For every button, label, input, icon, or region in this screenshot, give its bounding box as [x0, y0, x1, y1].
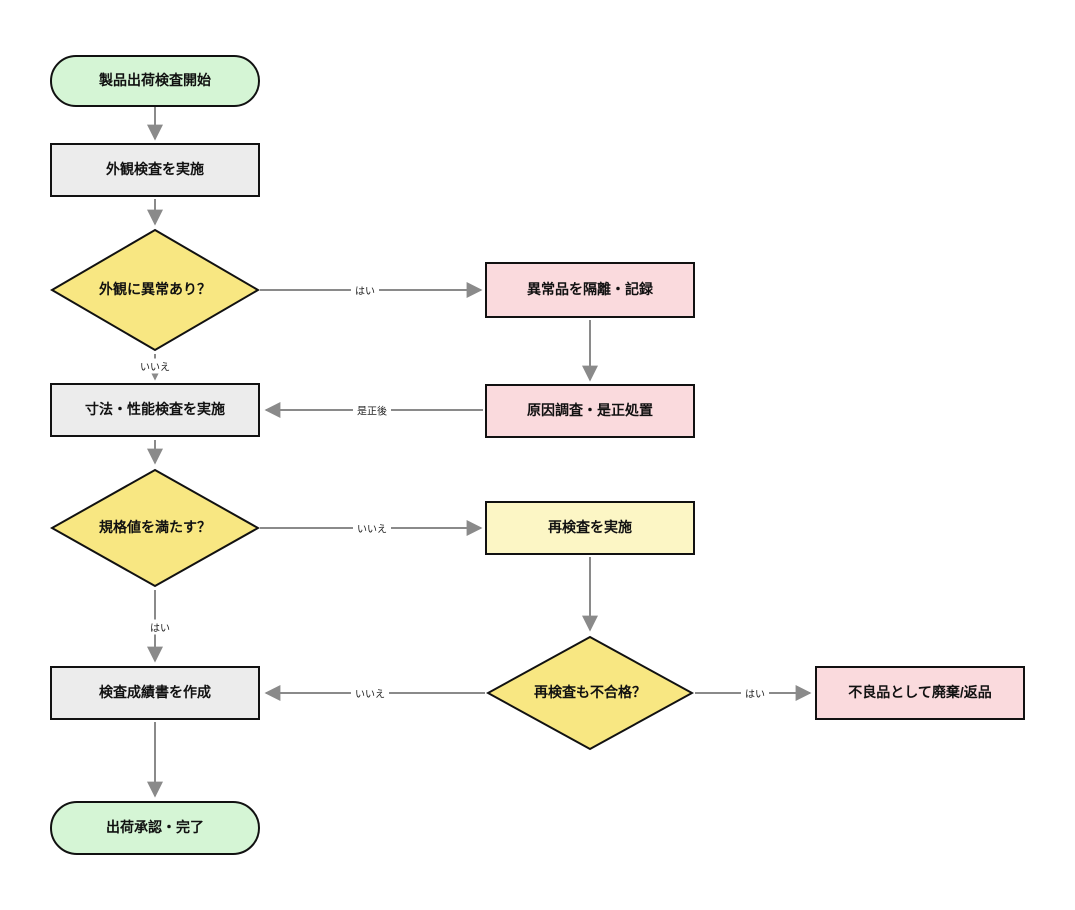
node-start-label: 製品出荷検査開始	[99, 72, 211, 89]
node-isolate-record-label: 異常品を隔離・記録	[527, 281, 653, 298]
edge-label-yes-3: はい	[741, 685, 769, 701]
node-dimension-test: 寸法・性能検査を実施	[50, 383, 260, 437]
node-report-label: 検査成績書を作成	[99, 684, 211, 701]
node-reinspect-fail-label: 再検査も不合格？	[534, 684, 646, 701]
node-report: 検査成績書を作成	[50, 666, 260, 720]
edge-label-yes-2: はい	[146, 619, 174, 635]
edge-label-yes-1: はい	[351, 282, 379, 298]
edge-label-no-1: いいえ	[136, 358, 174, 374]
edge-label-no-3: いいえ	[351, 685, 389, 701]
node-reinspect-label: 再検査を実施	[548, 519, 632, 536]
node-cause-correct-label: 原因調査・是正処置	[527, 402, 653, 419]
node-reinspect: 再検査を実施	[485, 501, 695, 555]
edge-label-after-correction: 是正後	[353, 402, 391, 418]
node-defective: 不良品として廃棄/返品	[815, 666, 1025, 720]
edge-label-no-2: いいえ	[353, 520, 391, 536]
node-meets-spec-label: 規格値を満たす？	[99, 519, 211, 536]
node-dimension-test-label: 寸法・性能検査を実施	[85, 401, 225, 418]
diamond-shape	[50, 468, 260, 588]
node-end-label: 出荷承認・完了	[106, 819, 204, 836]
node-visual-inspection-label: 外観検査を実施	[106, 161, 204, 178]
node-appearance-abnormal-label: 外観に異常あり？	[99, 281, 211, 298]
node-isolate-record: 異常品を隔離・記録	[485, 262, 695, 318]
node-reinspect-fail: 再検査も不合格？	[486, 635, 694, 751]
node-visual-inspection: 外観検査を実施	[50, 143, 260, 197]
node-defective-label: 不良品として廃棄/返品	[848, 684, 992, 701]
node-meets-spec: 規格値を満たす？	[50, 468, 260, 588]
node-end: 出荷承認・完了	[50, 801, 260, 855]
node-appearance-abnormal: 外観に異常あり？	[50, 228, 260, 352]
diamond-shape	[486, 635, 694, 751]
diamond-shape	[50, 228, 260, 352]
node-cause-correct: 原因調査・是正処置	[485, 384, 695, 438]
node-start: 製品出荷検査開始	[50, 55, 260, 107]
